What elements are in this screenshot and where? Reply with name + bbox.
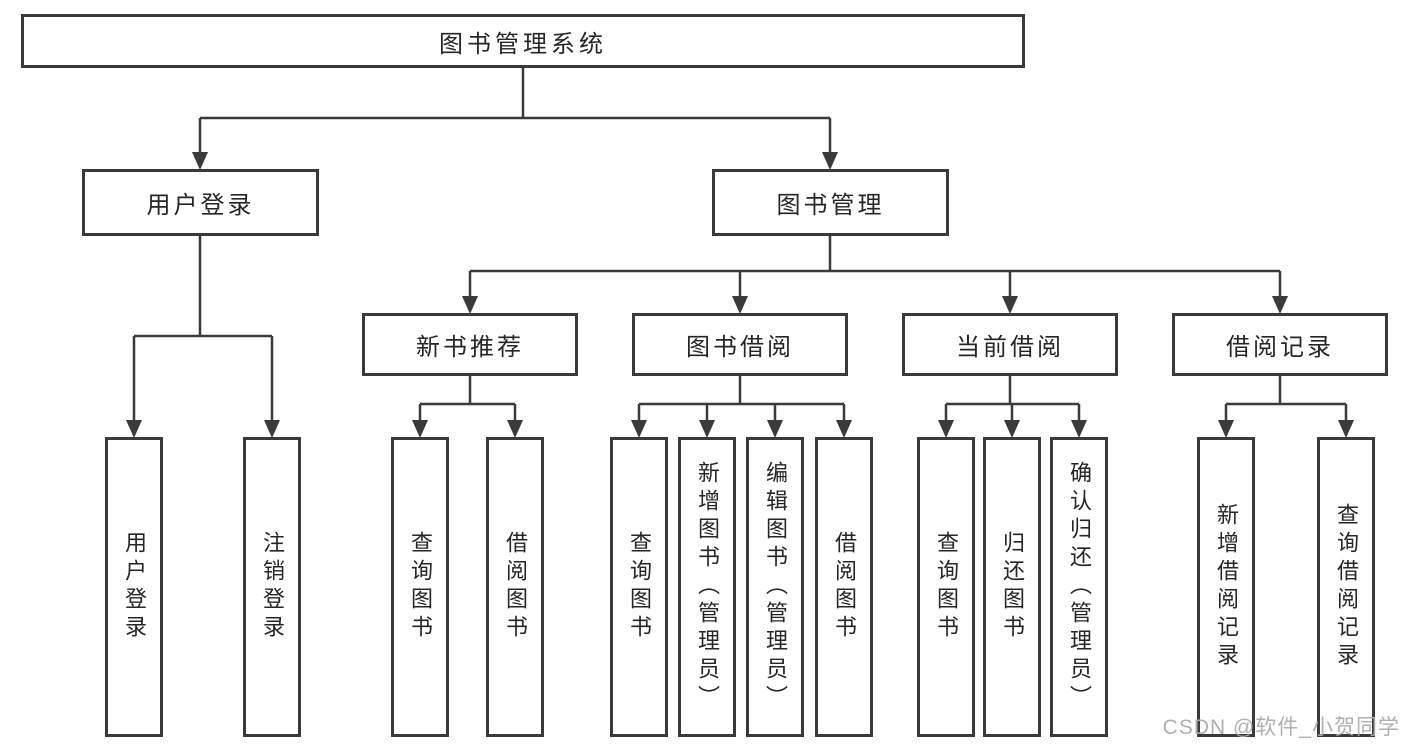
node-book-management: 图书管理: [712, 169, 949, 236]
arrowhead-icon: [767, 420, 783, 438]
leaf-query-books-current: 查询图书: [917, 437, 975, 737]
arrowhead-icon: [631, 420, 647, 438]
node-label: 确认归还（管理员）: [1067, 461, 1092, 713]
node-label: 新增借阅记录: [1214, 503, 1239, 671]
node-label: 图书管理: [776, 192, 885, 219]
leaf-add-book-admin: 新增图书（管理员）: [678, 437, 736, 737]
arrowhead-icon: [732, 296, 748, 314]
node-label: 编辑图书（管理员）: [763, 461, 788, 713]
node-label: 借阅图书: [503, 531, 528, 643]
arrowhead-icon: [699, 420, 715, 438]
connector-path: [132, 68, 1348, 421]
arrowhead-icon: [507, 420, 523, 438]
leaf-query-books-recommend: 查询图书: [391, 437, 449, 737]
arrowhead-icon: [1002, 296, 1018, 314]
node-label: 查询图书: [408, 531, 433, 643]
node-label: 注销登录: [260, 531, 285, 643]
leaf-add-borrow-record: 新增借阅记录: [1197, 437, 1255, 737]
node-borrowing-records: 借阅记录: [1172, 313, 1388, 376]
leaf-query-borrow-record: 查询借阅记录: [1317, 437, 1375, 737]
node-label: 当前借阅: [956, 334, 1064, 361]
leaf-borrow-books: 借阅图书: [815, 437, 873, 737]
arrowhead-icon: [938, 420, 954, 438]
node-label: 图书借阅: [686, 334, 794, 361]
arrowhead-icon: [1272, 296, 1288, 314]
node-label: 查询图书: [934, 531, 959, 643]
node-label: 新增图书（管理员）: [695, 461, 720, 713]
arrowhead-icon: [126, 420, 142, 438]
node-label: 用户登录: [146, 192, 255, 219]
node-user-login: 用户登录: [82, 169, 319, 236]
arrowhead-icon: [192, 152, 208, 170]
node-label: 用户登录: [122, 531, 147, 643]
node-label: 图书管理系统: [439, 30, 607, 58]
node-label: 借阅图书: [832, 531, 857, 643]
arrowhead-icon: [412, 420, 428, 438]
arrowheads: [126, 152, 1354, 438]
arrowhead-icon: [462, 296, 478, 314]
leaf-user-login: 用户登录: [105, 437, 163, 737]
arrowhead-icon: [1218, 420, 1234, 438]
arrowhead-icon: [1338, 420, 1354, 438]
node-book-borrowing: 图书借阅: [632, 313, 848, 376]
leaf-borrow-books-recommend: 借阅图书: [486, 437, 544, 737]
arrowhead-icon: [1004, 420, 1020, 438]
leaf-logout: 注销登录: [243, 437, 301, 737]
arrowhead-icon: [836, 420, 852, 438]
node-new-book-recommendation: 新书推荐: [362, 313, 578, 376]
watermark: CSDN @软件_小贺同学: [1162, 716, 1400, 739]
node-label: 归还图书: [1000, 531, 1025, 643]
arrowhead-icon: [264, 420, 280, 438]
node-label: 新书推荐: [416, 334, 524, 361]
leaf-edit-book-admin: 编辑图书（管理员）: [746, 437, 804, 737]
node-label: 查询图书: [627, 531, 652, 643]
node-label: 借阅记录: [1226, 334, 1334, 361]
node-library-management-system: 图书管理系统: [21, 14, 1025, 68]
leaf-confirm-return-admin: 确认归还（管理员）: [1050, 437, 1108, 737]
arrowhead-icon: [1071, 420, 1087, 438]
node-current-borrowing: 当前借阅: [902, 313, 1118, 376]
node-label: 查询借阅记录: [1334, 503, 1359, 671]
leaf-query-books-borrow: 查询图书: [610, 437, 668, 737]
arrowhead-icon: [822, 152, 838, 170]
leaf-return-books: 归还图书: [983, 437, 1041, 737]
